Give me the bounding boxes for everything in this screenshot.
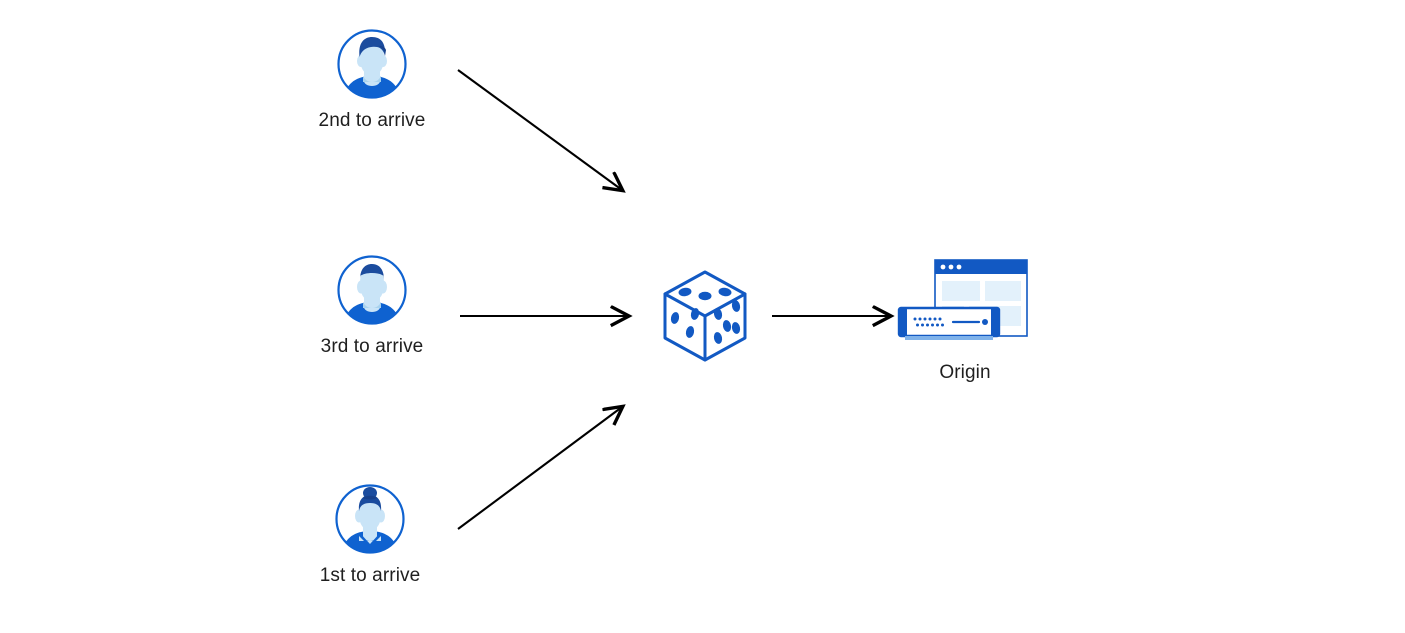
node-label: Origin bbox=[939, 362, 991, 383]
node-client-2nd[interactable]: 2nd to arrive bbox=[308, 26, 436, 132]
edge-2nd-to-dice bbox=[457, 69, 622, 190]
dice-icon bbox=[657, 266, 753, 362]
node-label: 1st to arrive bbox=[319, 565, 421, 586]
user-avatar-icon bbox=[332, 481, 408, 557]
node-label: 3rd to arrive bbox=[320, 336, 424, 357]
server-appliance-icon bbox=[897, 306, 1001, 340]
edge-1st-to-dice bbox=[457, 407, 622, 530]
user-avatar-icon bbox=[334, 26, 410, 102]
node-randomizer[interactable] bbox=[655, 266, 755, 362]
origin-server-icon bbox=[895, 256, 1035, 356]
user-avatar-icon bbox=[334, 252, 410, 328]
node-client-1st[interactable]: 1st to arrive bbox=[306, 481, 434, 587]
node-origin[interactable]: Origin bbox=[895, 256, 1035, 384]
node-label: 2nd to arrive bbox=[318, 110, 426, 131]
node-client-3rd[interactable]: 3rd to arrive bbox=[308, 252, 436, 358]
